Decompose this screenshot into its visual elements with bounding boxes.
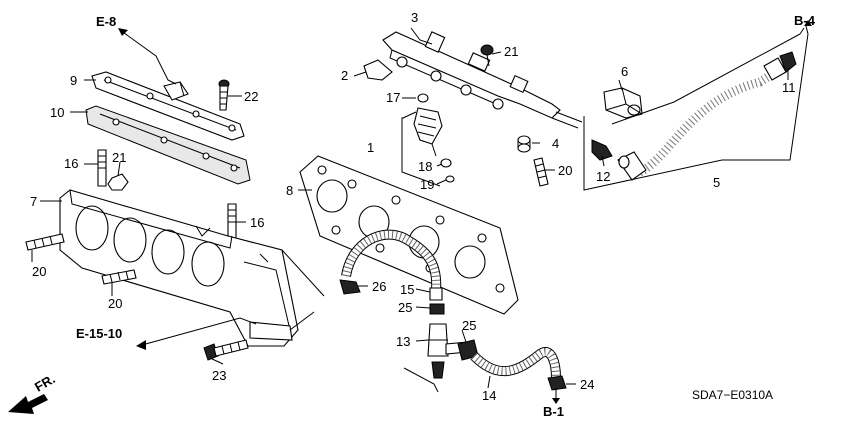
bolt-23-drawing [203, 339, 249, 361]
stud-20-lower-drawing [101, 269, 137, 285]
rail-cover-drawing [91, 71, 245, 141]
gasket-10-drawing [85, 105, 251, 185]
part-label-8: 8 [286, 183, 293, 198]
rail-bracket-drawing [363, 59, 393, 81]
bolt-21-top-drawing [480, 44, 494, 67]
part-label-18: 18 [418, 159, 432, 174]
stud-20-right-drawing [533, 157, 549, 187]
front-arrow-icon [8, 394, 48, 414]
stud-16-right-drawing [227, 203, 237, 239]
part-label-10: 10 [50, 105, 64, 120]
part-label-2: 2 [341, 68, 348, 83]
clip-11-drawing [779, 51, 797, 73]
hose-group-frame [583, 33, 809, 191]
clip-24-drawing [547, 375, 567, 391]
ref-arrow-b1 [552, 388, 560, 404]
part-label-21a: 21 [504, 44, 518, 59]
part-label-19: 19 [420, 177, 434, 192]
ref-arrow-e1510 [136, 317, 257, 350]
part-label-5: 5 [713, 175, 720, 190]
fuel-feed-hose-drawing [617, 57, 787, 181]
part-label-16a: 16 [64, 156, 78, 171]
ref-label-e8: E-8 [96, 14, 116, 29]
part-label-17: 17 [386, 90, 400, 105]
collar-4-drawing [517, 135, 531, 153]
part-label-20c: 20 [558, 163, 572, 178]
diagram-code: SDA7−E0310A [692, 388, 773, 402]
part-label-11: 11 [782, 80, 796, 95]
ref-arrow-e8 [118, 28, 177, 85]
part-label-21b: 21 [112, 150, 126, 165]
stud-16-left-drawing [97, 149, 107, 187]
clip-26-drawing [339, 279, 361, 295]
part-label-1: 1 [367, 140, 374, 155]
stud-20-left-drawing [25, 233, 65, 251]
part-label-15: 15 [400, 282, 414, 297]
part-label-24: 24 [580, 377, 594, 392]
part-label-7: 7 [30, 194, 37, 209]
part-label-22: 22 [244, 89, 258, 104]
part-label-20b: 20 [108, 296, 122, 311]
part-label-16b: 16 [250, 215, 264, 230]
leader-lines [31, 27, 789, 389]
part-label-6: 6 [621, 64, 628, 79]
part-label-3: 3 [411, 10, 418, 25]
nut-21-left-drawing [107, 173, 129, 191]
bolt-22-drawing [218, 79, 230, 111]
hose-group-frame-2 [611, 27, 805, 125]
valve-13-drawing [403, 323, 469, 393]
ref-label-e1510: E-15-10 [76, 326, 122, 341]
part-label-25a: 25 [398, 300, 412, 315]
damper-6-drawing [603, 87, 643, 119]
part-label-20a: 20 [32, 264, 46, 279]
part-label-9: 9 [70, 73, 77, 88]
gasket-8-drawing [299, 155, 519, 315]
intake-manifold-drawing [59, 189, 325, 347]
hose-14-drawing [470, 347, 561, 379]
ref-label-b1: B-1 [543, 404, 564, 419]
part-label-4: 4 [552, 136, 559, 151]
part-label-13: 13 [396, 334, 410, 349]
fuel-rail-drawing [382, 31, 583, 129]
ref-arrow-b4 [804, 20, 812, 35]
hose-15-drawing [341, 229, 443, 301]
clip-12-drawing [591, 139, 613, 161]
ref-label-b4: B-4 [794, 13, 816, 28]
part-label-14: 14 [482, 388, 496, 403]
part-label-12: 12 [596, 169, 610, 184]
part-label-25b: 25 [462, 318, 476, 333]
injector-drawing [413, 93, 455, 183]
part-label-26: 26 [372, 279, 386, 294]
front-label: FR. [32, 371, 58, 394]
clip-25-upper-drawing [429, 303, 445, 315]
part-label-23: 23 [212, 368, 226, 383]
